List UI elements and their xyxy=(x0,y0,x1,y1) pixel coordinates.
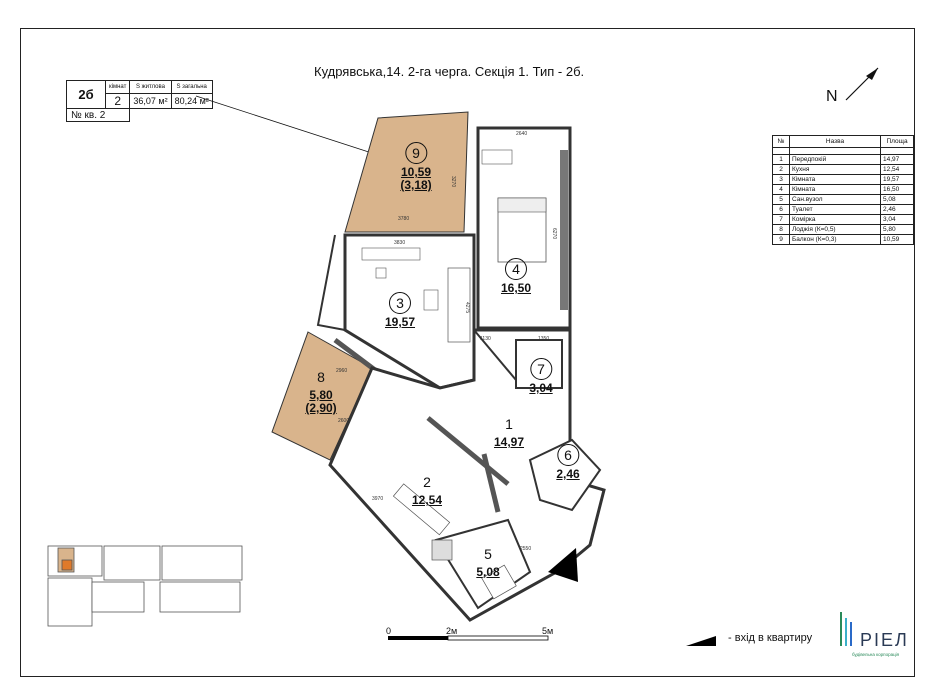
room-7-label: 7 3,04 xyxy=(529,358,553,395)
bathtub-icon xyxy=(481,564,517,600)
dim-3830: 3830 xyxy=(394,240,405,246)
dim-2550: 2550 xyxy=(520,546,531,552)
key-plan xyxy=(47,545,243,627)
room-4-label: 4 16,50 xyxy=(501,258,531,295)
logo-tagline: будівельна корпорація xyxy=(852,652,900,657)
balcony-floor xyxy=(344,111,469,233)
room-8-label: 8 5,80 (2,90) xyxy=(305,369,337,415)
scale-2m: 2м xyxy=(446,626,458,636)
room-2-label: 2 12,54 xyxy=(411,474,443,507)
room-9-label: 9 10,59 (3,18) xyxy=(400,142,432,192)
dim-3270: 3270 xyxy=(450,176,456,187)
kitchen-counter xyxy=(392,483,451,536)
dim-3970: 3970 xyxy=(372,496,383,502)
room-5-label: 5 5,08 xyxy=(476,546,500,579)
apartment-number: № кв. 2 xyxy=(65,108,131,122)
entry-legend-text: - вхід в квартиру xyxy=(728,632,813,644)
dim-6270: 6270 xyxy=(551,228,557,239)
entry-arrow-icon xyxy=(548,548,578,582)
dim-2600: 2600 xyxy=(338,418,349,424)
room-3-label: 3 19,57 xyxy=(385,292,415,329)
room-6-label: 6 2,46 xyxy=(556,444,580,481)
scale-bar xyxy=(388,635,549,641)
room-1-label: 1 14,97 xyxy=(493,416,525,449)
dim-2640: 2640 xyxy=(516,131,527,137)
dim-1130: 1130 xyxy=(480,336,491,342)
dim-2960: 2960 xyxy=(336,368,347,374)
loggia-floor xyxy=(271,331,373,461)
sofa-icon xyxy=(447,267,471,343)
page-title: Кудрявська,14. 2-га черга. Секція 1. Тип… xyxy=(314,64,585,79)
entry-legend-icon xyxy=(686,636,716,646)
scale-zero: 0 xyxy=(386,626,392,636)
north-label: N xyxy=(826,88,838,105)
dim-4275: 4275 xyxy=(464,302,470,313)
dim-3780: 3780 xyxy=(398,216,409,222)
logo-icon xyxy=(840,612,852,646)
dim-1350: 1350 xyxy=(538,336,549,342)
north-arrow-icon xyxy=(845,67,879,101)
logo-name: РІЕЛ xyxy=(860,630,909,650)
scale-5m: 5м xyxy=(542,626,554,636)
sheet-frame xyxy=(20,28,915,677)
